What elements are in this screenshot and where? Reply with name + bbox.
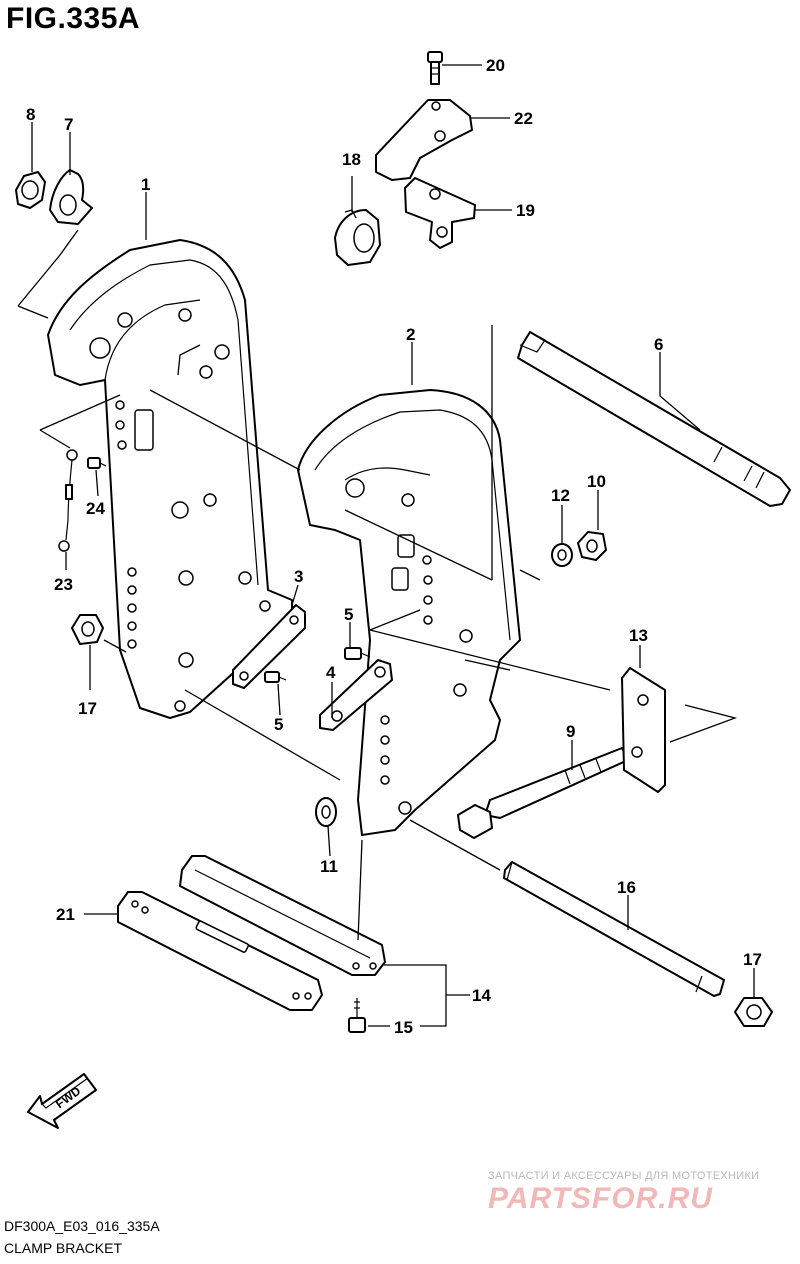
callout-10: 10 xyxy=(587,472,606,491)
fwd-arrow-icon: FWD xyxy=(27,1073,97,1129)
callout-4: 4 xyxy=(326,663,336,682)
part-5-bolt-upper[interactable] xyxy=(344,647,371,660)
part-22-cover[interactable] xyxy=(375,99,473,181)
callout-6: 6 xyxy=(654,335,663,354)
callout-19: 19 xyxy=(516,201,535,220)
part-7-gasket[interactable] xyxy=(49,169,93,225)
part-17-nut-right[interactable] xyxy=(734,997,773,1027)
callout-12: 12 xyxy=(551,486,570,505)
part-6-tilt-tube[interactable] xyxy=(517,331,791,507)
part-14-chock[interactable] xyxy=(179,855,386,976)
callout-24: 24 xyxy=(86,499,105,518)
part-19-bracket[interactable] xyxy=(404,177,476,249)
callout-3: 3 xyxy=(294,567,303,586)
part-18-grommet[interactable] xyxy=(334,209,381,266)
watermark-logo: PARTSFOR.RU xyxy=(488,1182,713,1215)
figure-title: FIG.335A xyxy=(6,2,141,35)
part-15-bolt[interactable] xyxy=(348,998,366,1033)
figure-code: DF300A_E03_016_335A xyxy=(4,1218,160,1234)
callout-21: 21 xyxy=(56,905,75,924)
callout-5-lower: 5 xyxy=(274,715,283,734)
part-11-washer[interactable] xyxy=(315,797,337,827)
part-4-plate[interactable] xyxy=(319,659,393,731)
leader-lines xyxy=(17,64,755,1027)
callout-1: 1 xyxy=(141,175,150,194)
part-12-washer[interactable] xyxy=(551,543,573,567)
callout-22: 22 xyxy=(514,109,533,128)
part-8-nut[interactable] xyxy=(15,171,46,209)
callout-2: 2 xyxy=(406,325,415,344)
part-17-nut-left[interactable] xyxy=(71,614,104,645)
callout-5-upper: 5 xyxy=(344,605,353,624)
callout-15: 15 xyxy=(394,1018,413,1037)
part-5-bolt-lower[interactable] xyxy=(264,671,287,683)
callout-8: 8 xyxy=(26,105,35,124)
callout-14: 14 xyxy=(472,986,491,1005)
part-2-clamp-bracket-right[interactable] xyxy=(297,389,521,836)
part-10-nut[interactable] xyxy=(577,531,607,561)
callout-18: 18 xyxy=(342,150,361,169)
callout-9: 9 xyxy=(566,722,575,741)
part-3-plate[interactable] xyxy=(232,604,306,689)
part-20-bolt[interactable] xyxy=(427,51,443,85)
part-24-screw[interactable] xyxy=(87,457,107,469)
callout-17-left: 17 xyxy=(78,699,97,718)
callout-17-right: 17 xyxy=(743,950,762,969)
part-16-through-bolt[interactable] xyxy=(503,861,725,997)
callout-7: 7 xyxy=(64,115,73,134)
callout-23: 23 xyxy=(54,575,73,594)
callout-labels: 1 2 3 4 5 5 6 7 8 9 10 11 12 13 14 15 16… xyxy=(26,56,762,1037)
part-1-clamp-bracket-left[interactable] xyxy=(47,239,293,719)
part-13-plate[interactable] xyxy=(621,667,666,793)
part-23-ground-wire[interactable] xyxy=(58,449,78,552)
callout-20: 20 xyxy=(486,56,505,75)
callout-13: 13 xyxy=(629,626,648,645)
figure-caption: CLAMP BRACKET xyxy=(4,1240,122,1256)
part-21-chock[interactable] xyxy=(117,891,323,1011)
callout-16: 16 xyxy=(617,878,636,897)
watermark-tagline: ЗАПЧАСТИ И АКСЕССУАРЫ ДЛЯ МОТОТЕХНИКИ xyxy=(488,1170,760,1182)
callout-11: 11 xyxy=(320,857,338,876)
part-9-long-bolt[interactable] xyxy=(457,747,629,839)
